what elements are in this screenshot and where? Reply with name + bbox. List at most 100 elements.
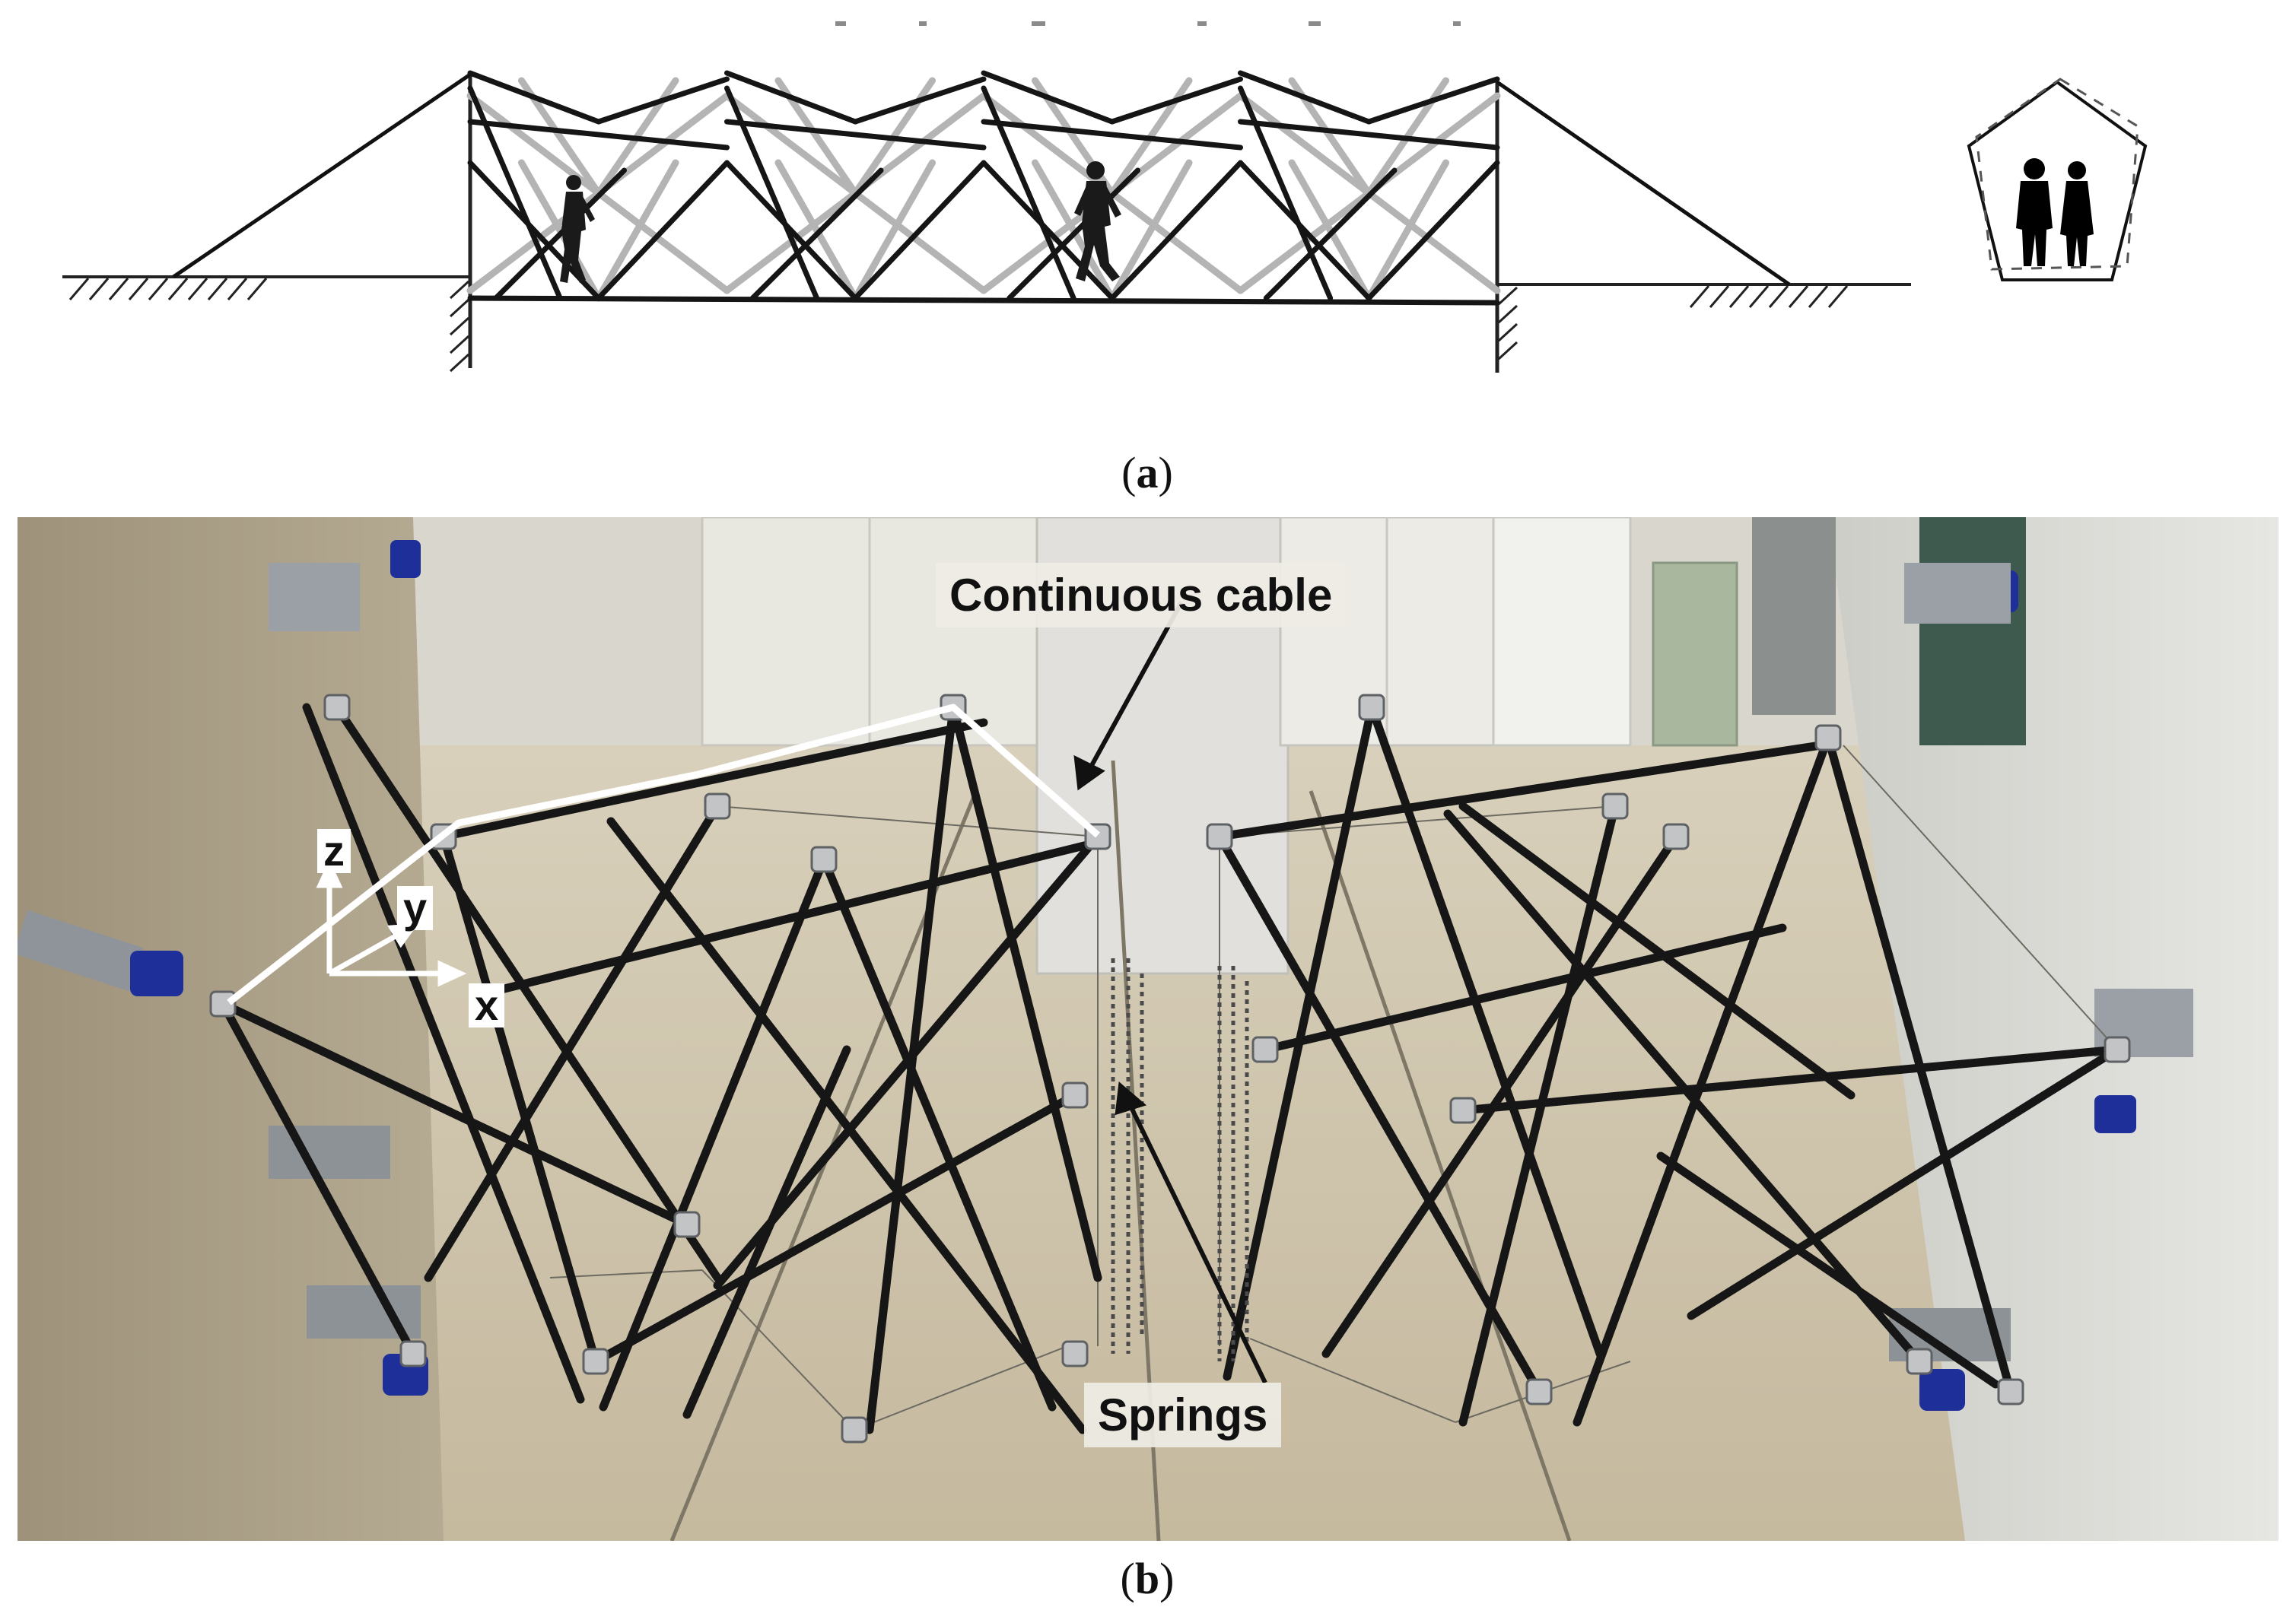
cable-annotation-arrow <box>1073 601 1184 791</box>
cross-section-icon <box>1967 78 2148 281</box>
tensegrity-strut <box>1656 1151 2000 1389</box>
tensegrity-struts <box>218 703 2122 1434</box>
truss-dark-strut <box>724 70 858 125</box>
truss-dark-strut <box>1238 70 1372 125</box>
tensegrity-strut <box>1215 741 1825 841</box>
tensegrity-strut <box>302 703 585 1404</box>
truss-light-strut <box>1108 159 1193 302</box>
truss-dark-strut <box>724 119 987 151</box>
tensegrity-strut <box>218 999 418 1358</box>
tensegrity-cable <box>717 805 1099 837</box>
panel-b-letter: b <box>1134 1554 1160 1603</box>
ground-hatching-left <box>68 278 268 300</box>
abutment-right-hatching <box>1497 286 1518 360</box>
tensegrity-node <box>2104 1036 2131 1063</box>
truss-dark-strut <box>596 76 730 125</box>
truss-bottom-chord <box>467 295 1500 306</box>
truss-light-strut <box>1032 159 1116 302</box>
ground-hatching-right <box>1689 285 1849 308</box>
pedestrian-right-icon <box>1074 161 1121 281</box>
springs-label: Springs <box>1084 1383 1282 1447</box>
panel-a-caption: (a) <box>1121 448 1173 497</box>
tensegrity-strut <box>424 802 722 1282</box>
axis-x-label: x <box>469 983 505 1027</box>
panel-a-letter: a <box>1136 448 1159 497</box>
truss-dark-strut <box>852 76 987 125</box>
tensegrity-strut <box>682 1045 851 1419</box>
truss-dark-strut <box>467 85 563 301</box>
truss-dark-strut <box>467 70 602 125</box>
laboratory-photo <box>17 517 2279 1541</box>
tensegrity-node <box>1206 823 1233 850</box>
tensegrity-node <box>399 1340 427 1367</box>
tensegrity-node <box>704 792 731 820</box>
tensegrity-strut <box>1458 802 1620 1427</box>
truss-dark-strut <box>1006 167 1140 301</box>
truss-dark-strut <box>1238 160 1372 301</box>
tensegrity-node <box>810 846 838 873</box>
truss-dark-struts <box>467 70 1500 306</box>
stay-cables <box>172 72 1791 287</box>
truss-dark-strut <box>493 167 627 301</box>
tensegrity-strut <box>218 999 692 1229</box>
truss-dark-strut <box>724 85 820 301</box>
truss-dark-strut <box>1238 85 1334 301</box>
truss-light-strut <box>1288 159 1372 302</box>
tensegrity-node <box>1061 1081 1089 1109</box>
tensegrity-node <box>1601 792 1629 820</box>
tensegrity-node <box>1525 1378 1553 1405</box>
truss-light-strut <box>1365 159 1449 302</box>
top-scan-artifact <box>835 21 1461 26</box>
truss-light-strut <box>595 159 679 302</box>
tensegrity-node <box>841 1416 868 1444</box>
tensegrity-node <box>1997 1378 2024 1405</box>
abutment-left-hatching <box>449 280 470 373</box>
truss-dark-strut <box>981 85 1076 301</box>
tensegrity-strut <box>1367 703 1604 1358</box>
tensegrity-strut <box>1687 1045 2122 1320</box>
bridge-elevation-drawing <box>62 21 2148 373</box>
tensegrity-node <box>1814 724 1842 751</box>
tensegrity-cable <box>1219 805 1616 837</box>
truss-light-strut <box>851 159 936 302</box>
tensegrity-strut <box>332 703 722 1282</box>
tensegrity-node <box>1449 1097 1477 1124</box>
truss-dark-strut <box>1366 76 1500 125</box>
tensegrity-strut <box>1573 733 1833 1427</box>
tensegrity-node <box>673 1211 701 1238</box>
truss-dark-strut <box>1109 160 1243 301</box>
truss-light-strut <box>518 159 603 302</box>
pedestrian-left-icon <box>560 175 595 283</box>
right-steel-frame <box>1828 517 2279 1541</box>
tensegrity-strut <box>1458 1045 2122 1115</box>
truss-dark-strut <box>1238 119 1500 151</box>
tensegrity-strut <box>1261 923 1787 1054</box>
axis-z-label: z <box>317 829 351 873</box>
tensegrity-node <box>209 990 237 1018</box>
tensegrity-node <box>1251 1036 1279 1063</box>
truss-dark-strut <box>1109 76 1243 125</box>
tensegrity-strut <box>500 840 1095 993</box>
tensegrity-node <box>1906 1348 1933 1375</box>
continuous-cable-label: Continuous cable <box>936 563 1347 627</box>
axis-y-label: y <box>397 886 434 930</box>
tensegrity-node <box>1358 694 1385 721</box>
truss-dark-strut <box>1263 167 1398 301</box>
tensegrity-strut <box>439 718 988 841</box>
truss-dark-strut <box>596 160 730 301</box>
left-concrete-wall <box>17 517 444 1541</box>
tensegrity-node <box>1061 1340 1089 1367</box>
springs-left-module <box>1111 958 1144 1354</box>
truss-light-strut <box>774 159 859 302</box>
tensegrity-cable <box>1249 1338 1456 1423</box>
tensegrity-cable <box>701 1269 855 1431</box>
tensegrity-node <box>1662 823 1690 850</box>
truss-dark-strut <box>981 70 1115 125</box>
tensegrity-node <box>582 1348 609 1375</box>
left-support-rail <box>17 563 421 1339</box>
springs-annotation-arrow <box>1115 1081 1267 1384</box>
truss-dark-strut <box>981 119 1243 151</box>
springs-right-module <box>1217 966 1249 1361</box>
continuous-cable-path <box>227 704 1100 1005</box>
truss-dark-strut <box>749 167 884 301</box>
